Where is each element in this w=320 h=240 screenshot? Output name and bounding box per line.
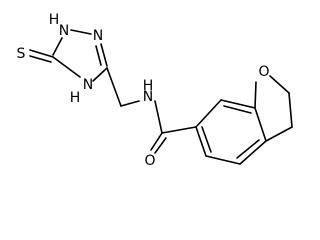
bond-ar-c7-c7a	[220, 99, 256, 109]
atom-labels: S N H N N H N H O O	[17, 12, 270, 169]
bond-carbonyl-double	[154, 137, 167, 154]
bond-n1-n2	[70, 29, 92, 35]
bond-carbonyl	[150, 132, 163, 151]
bond-c3-c3a	[265, 126, 293, 142]
bond-ar-c3a-c4	[239, 140, 267, 165]
bond-ar-c5-c6-double	[201, 126, 212, 153]
bond-ar-c4-c5	[205, 155, 241, 165]
bond-ar-c7a-c3a	[254, 107, 267, 142]
bond-c7a-o	[254, 81, 257, 109]
bond-c5-n1	[52, 37, 63, 56]
triazole-n4-hydrogen-label: H	[70, 90, 81, 106]
bond-ar-c7-c7a-double	[223, 105, 252, 114]
bond-o-c2	[269, 75, 290, 94]
bond-c2-c3	[288, 92, 293, 128]
bond-n2-c3-double	[95, 45, 102, 66]
furan-oxygen-label: O	[258, 64, 269, 80]
triazole-n1-label: N	[59, 23, 69, 39]
amide-nitrogen-label: N	[143, 89, 153, 105]
triazole-n1-hydrogen-label: H	[49, 12, 60, 28]
bond-c3-n4	[92, 67, 108, 82]
bond-ar-c5-c6	[195, 126, 207, 157]
bond-c3-ch2	[106, 67, 122, 107]
triazole-n4-label: N	[83, 77, 93, 93]
carbonyl-oxygen-label: O	[144, 153, 155, 169]
linker	[106, 67, 197, 154]
amide-hydrogen-label: H	[143, 78, 154, 94]
bond-ch2-nh	[120, 100, 140, 107]
triazole-ring	[29, 29, 108, 82]
bond-n2-c3	[100, 43, 108, 67]
bond-c5-s	[29, 49, 54, 58]
thione-sulfur-label: S	[17, 46, 26, 62]
bond-carbonyl-c-ring	[161, 126, 197, 134]
bond-nh-carbonyl-c	[154, 100, 163, 134]
bond-n4-c5	[52, 56, 81, 78]
dihydrofuran-ring	[254, 75, 293, 142]
molecule-structure: S N H N N H N H O O	[17, 12, 293, 169]
bond-c5-s-double	[29, 55, 52, 63]
triazole-n2-label: N	[93, 28, 103, 44]
benzene-ring	[195, 99, 267, 165]
bond-ar-c6-c7	[195, 99, 222, 128]
bond-ar-c3a-c4-double	[236, 139, 260, 159]
